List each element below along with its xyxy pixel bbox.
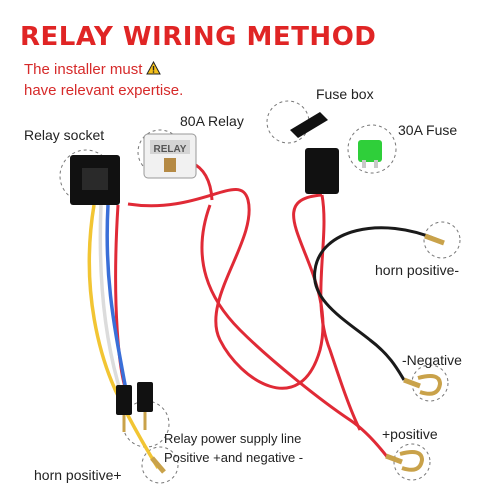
yellow-wire-terminal <box>150 456 166 474</box>
power-supply-callout <box>122 400 170 448</box>
white-wire <box>98 204 122 391</box>
power-supply-label: Relay power supply line Positive +and ne… <box>164 429 303 467</box>
power-connector-right <box>137 382 153 412</box>
fuse-prong-left <box>362 160 366 168</box>
positive-label: +positive <box>382 426 438 442</box>
positive-callout <box>393 443 431 481</box>
power-supply-line-2: Positive +and negative - <box>164 450 304 465</box>
fuse-box-callout <box>266 100 310 144</box>
horn-positive-minus-label: horn positive- <box>375 262 460 278</box>
warning-note: The installer must have relevant experti… <box>24 60 183 101</box>
warning-line-1: The installer must <box>24 61 143 78</box>
fuse-label: 30A Fuse <box>398 122 458 138</box>
horn-positive-plus-callout <box>141 446 179 484</box>
relay-coil <box>164 158 176 172</box>
negative-label: -Negative <box>402 352 462 368</box>
black-wire <box>313 226 439 381</box>
fuse-body <box>358 140 382 162</box>
page-title: RELAY WIRING METHOD <box>20 22 377 52</box>
fuse-box-label: Fuse box <box>316 86 374 102</box>
warning-triangle-icon <box>146 60 162 81</box>
fuse-prong-right <box>374 160 378 168</box>
power-connector-left <box>116 385 132 415</box>
positive-fork-terminal <box>385 450 425 472</box>
power-supply-line-1: Relay power supply line <box>164 431 302 446</box>
warning-line-2: have relevant expertise. <box>24 82 184 99</box>
yellow-wire <box>87 204 160 469</box>
relay-brand: RELAY <box>154 144 187 155</box>
black-wire-terminal <box>424 233 445 246</box>
relay-label: 80A Relay <box>180 113 244 129</box>
relay-plate <box>150 140 190 154</box>
blue-wire <box>105 204 128 391</box>
red-wire-positive <box>200 204 390 459</box>
relay-socket-cavity <box>82 168 108 190</box>
fuse-box-cover <box>290 112 328 138</box>
horn-negative-callout <box>423 221 461 259</box>
fuse-box <box>305 148 339 194</box>
red-wire-loop <box>127 188 325 390</box>
relay-socket-label: Relay socket <box>24 127 105 143</box>
horn-positive-plus-label: horn positive+ <box>34 467 122 483</box>
negative-fork-terminal <box>403 374 443 396</box>
fuse-callout <box>347 124 397 174</box>
red-wire-fusebox <box>319 194 362 431</box>
